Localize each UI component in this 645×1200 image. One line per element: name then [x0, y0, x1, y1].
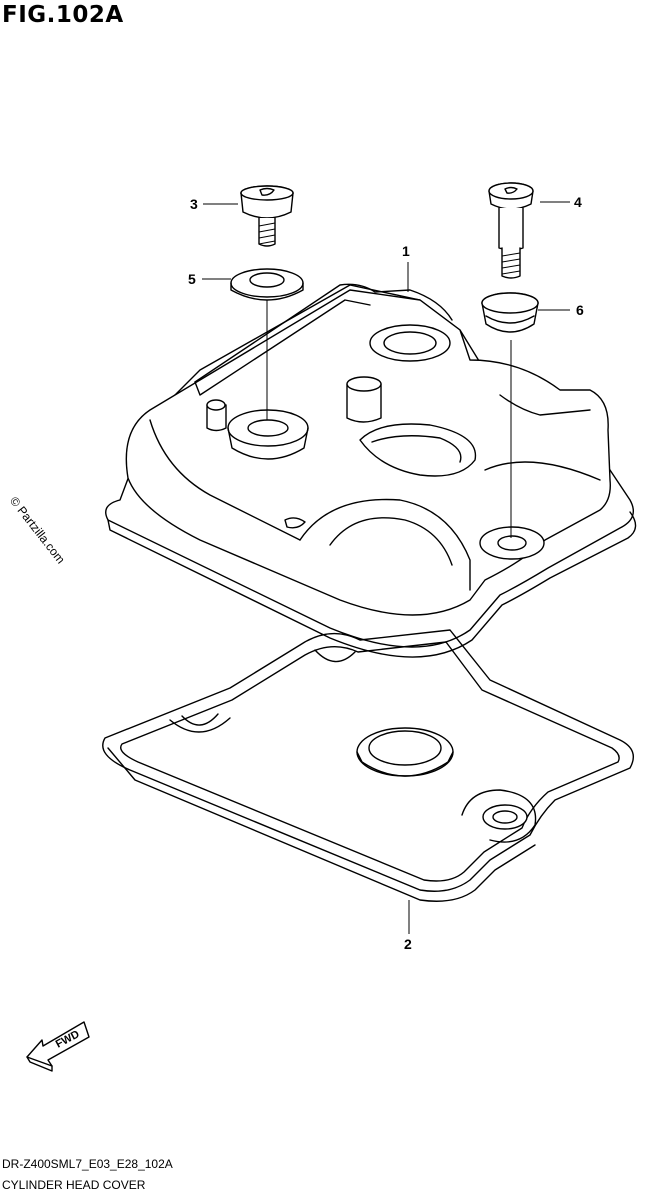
callout-3[interactable]: 3 [190, 196, 198, 212]
part-3-bolt[interactable] [240, 185, 294, 247]
callout-6[interactable]: 6 [576, 302, 584, 318]
callout-2[interactable]: 2 [404, 936, 412, 952]
forward-arrow: FWD [26, 1021, 90, 1072]
callout-1[interactable]: 1 [402, 243, 410, 259]
part-5-washer[interactable] [230, 268, 304, 301]
leader-lines [202, 201, 570, 934]
part-2-gasket[interactable] [102, 629, 634, 902]
part-6-grommet[interactable] [481, 292, 539, 333]
diagram-name: CYLINDER HEAD COVER [2, 1178, 146, 1192]
figure-title: FIG.102A [2, 2, 124, 28]
part-1-cylinder-head-cover[interactable] [105, 283, 637, 658]
part-4-bolt[interactable] [488, 182, 534, 279]
callout-5[interactable]: 5 [188, 271, 196, 287]
callout-4[interactable]: 4 [574, 194, 582, 210]
diagram-code: DR-Z400SML7_E03_E28_102A [2, 1157, 173, 1171]
